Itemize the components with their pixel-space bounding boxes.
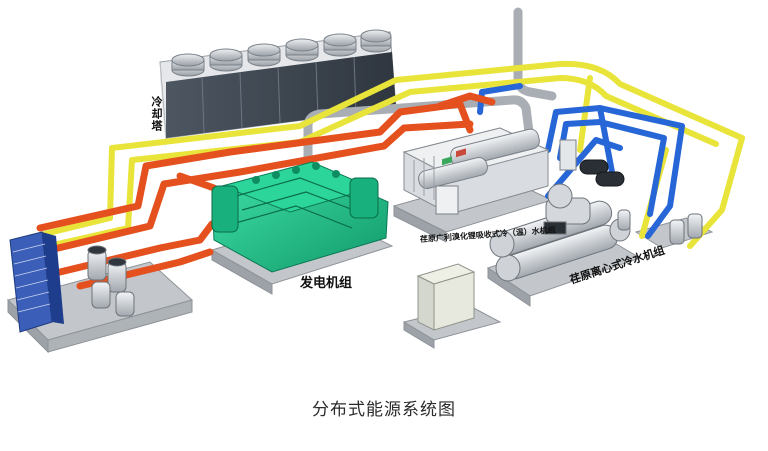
generator-set-label: 发电机组 [300,276,353,291]
left-pumps [87,245,135,317]
absorption-platform-edge [393,205,447,243]
generator-platform-edge [211,249,273,295]
figure-caption: 分布式能源系统图 [312,400,456,420]
cooling-tower-label: 冷却塔 [150,96,163,132]
right-pumps [559,139,703,245]
hx-platform-edge2 [47,299,193,353]
generator-set [211,161,389,273]
absorption-chiller [402,127,550,215]
compressor [543,183,591,235]
plate-heat-exchanger [9,231,64,333]
centrifugal-platform-edge [487,267,531,307]
chilled-water-pipes [477,83,685,239]
control-panel [416,148,476,331]
fan-units [171,29,392,77]
panel-platform-edge [403,321,435,349]
centrifugal-chiller [489,183,631,282]
